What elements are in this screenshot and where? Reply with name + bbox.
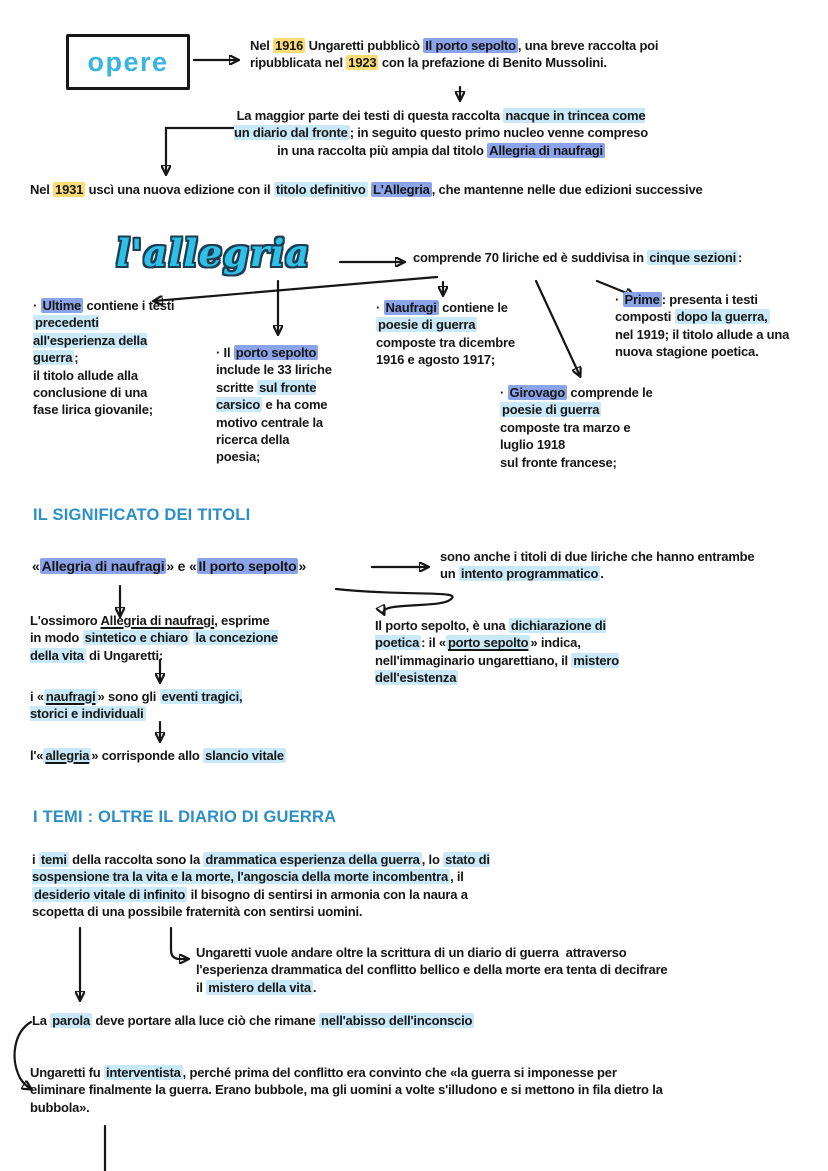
heading-temi: I TEMI : OLTRE IL DIARIO DI GUERRA bbox=[33, 808, 337, 826]
interventista-paragraph: Ungaretti fu interventista, perché prima… bbox=[30, 1065, 663, 1115]
section-prime: · Prime: presenta i testi composti dopo … bbox=[615, 292, 790, 360]
parola-line: La parola deve portare alla luce ciò che… bbox=[32, 1013, 475, 1028]
sono-anche-note: sono anche i titoli di due liriche che h… bbox=[440, 549, 755, 582]
arrow-titles-to-porto-def bbox=[334, 587, 454, 614]
comprende-line: comprende 70 liriche ed è suddivisa in c… bbox=[413, 250, 743, 265]
heading-significato-titoli: IL SIGNIFICATO DEI TITOLI bbox=[33, 506, 251, 524]
arrow-to-girovago bbox=[534, 279, 580, 376]
ossimoro-paragraph: L'ossimoro Allegria di naufragi, esprime… bbox=[30, 613, 278, 663]
arrow-temi-to-oltre bbox=[169, 926, 188, 959]
allegria-script-title: l'allegria bbox=[116, 231, 311, 275]
paragraph-trincea: La maggior parte dei testi di questa rac… bbox=[233, 108, 649, 158]
naufragi-definition: i «naufragi» sono gli eventi tragici, st… bbox=[30, 689, 243, 722]
arrow-parola-to-interventista bbox=[13, 1020, 31, 1089]
porto-sepolto-definition: Il porto sepolto, è una dichiarazione di… bbox=[375, 618, 619, 686]
paragraph-porto-sepolto-1916: Nel 1916 Ungaretti pubblicò Il porto sep… bbox=[250, 38, 659, 71]
section-ultime: · Ultime contiene i testi precedenti all… bbox=[33, 298, 175, 418]
temi-paragraph: i temi della raccolta sono la drammatica… bbox=[32, 852, 490, 920]
opere-node: opere bbox=[66, 34, 190, 90]
allegria-definition: l'«allegria» corrisponde allo slancio vi… bbox=[30, 748, 286, 763]
section-naufragi: · Naufragi contiene le poesie di guerra … bbox=[376, 300, 515, 368]
section-porto-sepolto: · Il porto sepolto include le 33 liriche… bbox=[216, 345, 332, 465]
opere-label: opere bbox=[87, 46, 169, 77]
titles-line: «Allegria di naufragi» e «Il porto sepol… bbox=[32, 558, 307, 574]
section-girovago: · Girovago comprende le poesie di guerra… bbox=[500, 385, 653, 470]
arrow-to-ultime bbox=[154, 275, 439, 301]
oltre-diario-paragraph: Ungaretti vuole andare oltre la scrittur… bbox=[196, 945, 668, 995]
paragraph-edizione-1931: Nel 1931 uscì una nuova edizione con il … bbox=[30, 182, 703, 197]
